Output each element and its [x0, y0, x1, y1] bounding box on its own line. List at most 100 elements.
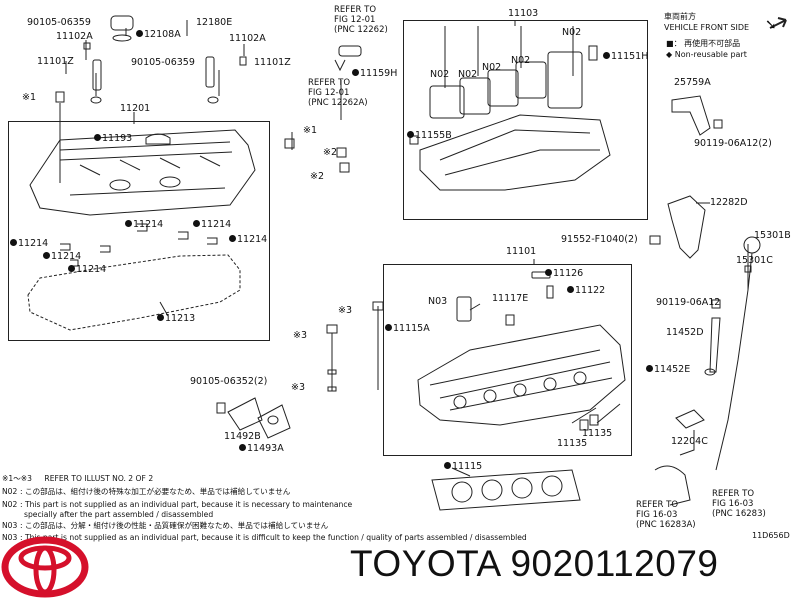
part-label[interactable]: ※3: [293, 330, 308, 341]
note-text: この部品は、分解・組付け後の性能・品質確保が困難なため、単品では補給していません: [24, 521, 329, 530]
part-label[interactable]: 15301C: [736, 255, 773, 266]
ref-line: (PNC 12262): [334, 25, 388, 35]
non-reusable-jp: ： 再使用不可部品: [673, 39, 741, 48]
part-label[interactable]: N02: [430, 69, 450, 80]
label-text: 11115A: [393, 323, 430, 334]
note-line: N02: This part is not supplied as an ind…: [2, 500, 353, 509]
note-code: ※1～※3: [2, 474, 32, 483]
part-label[interactable]: 90105-06359: [131, 57, 195, 68]
part-label[interactable]: 90105-06359: [27, 17, 91, 28]
part-label[interactable]: 11155B: [407, 131, 452, 141]
label-text: 11214: [201, 219, 232, 230]
label-text: 11122: [575, 285, 606, 296]
ref-line: (PNC 16283A): [636, 520, 696, 530]
note-line: N03: This part is not supplied as an ind…: [2, 533, 527, 542]
note-text: This part is not supplied as an individu…: [24, 500, 353, 509]
part-label[interactable]: 11213: [157, 314, 195, 324]
label-text: 11493A: [247, 443, 284, 454]
part-label[interactable]: 11452D: [666, 327, 704, 338]
part-label[interactable]: 11151H: [603, 52, 648, 62]
ref-line: FIG 12-01: [308, 88, 350, 98]
bullet-icon: [43, 252, 50, 259]
part-label[interactable]: ※1: [22, 92, 37, 103]
part-label[interactable]: 11117E: [492, 293, 529, 304]
part-label[interactable]: 11201: [120, 103, 151, 114]
part-label[interactable]: 91552-F1040(2): [561, 234, 638, 245]
part-label[interactable]: 25759A: [674, 77, 711, 88]
part-label[interactable]: 11135: [582, 428, 613, 439]
part-label[interactable]: 11102A: [229, 33, 266, 44]
note-text: specially after the part assembled / dis…: [24, 510, 214, 519]
part-label[interactable]: 11214: [229, 235, 267, 245]
ref-line: FIG 12-01: [334, 15, 376, 25]
part-label[interactable]: ※2: [310, 171, 325, 182]
ref-line: FIG 16-03: [636, 510, 678, 520]
part-label[interactable]: 11115A: [385, 324, 430, 334]
bullet-icon: [94, 134, 101, 141]
ref-line: FIG 16-03: [712, 499, 754, 509]
refer-fig-12-01-a[interactable]: REFER TO FIG 12-01 (PNC 12262): [334, 5, 388, 35]
part-label[interactable]: ※3: [338, 305, 353, 316]
part-label[interactable]: ※2: [323, 147, 338, 158]
part-label[interactable]: 11159H: [352, 69, 397, 79]
part-label[interactable]: 90119-06A12: [656, 297, 721, 308]
part-label[interactable]: 11101: [506, 246, 537, 257]
label-text: 11151H: [611, 51, 649, 62]
label-text: 11193: [102, 133, 133, 144]
bullet-icon: [603, 52, 610, 59]
label-text: 11214: [18, 238, 49, 249]
part-label[interactable]: 90105-06352(2): [190, 376, 268, 387]
part-label[interactable]: 11493A: [239, 444, 284, 454]
part-label[interactable]: 11214: [10, 239, 48, 249]
part-label[interactable]: 90119-06A12(2): [694, 138, 772, 149]
label-text: 11159H: [360, 68, 398, 79]
part-label[interactable]: N03: [428, 296, 448, 307]
cylinder-head-cover-group-box: [8, 121, 270, 341]
ref-line: (PNC 16283): [712, 509, 766, 519]
part-label[interactable]: 11102A: [56, 31, 93, 42]
part-label[interactable]: 15301B: [754, 230, 791, 241]
non-reusable-legend: ■： 再使用不可部品 ◆ Non-reusable part: [666, 38, 747, 60]
part-label[interactable]: 11452E: [646, 365, 690, 375]
part-label[interactable]: N02: [562, 27, 582, 38]
part-label[interactable]: 11214: [43, 252, 81, 262]
part-label[interactable]: 11101Z: [254, 57, 291, 68]
refer-fig-12-01-b[interactable]: REFER TO FIG 12-01 (PNC 12262A): [308, 78, 368, 108]
note-text: REFER TO ILLUST NO. 2 OF 2: [44, 474, 154, 483]
label-text: 11214: [51, 251, 82, 262]
part-label[interactable]: N02: [482, 62, 502, 73]
note-line: specially after the part assembled / dis…: [24, 510, 213, 519]
bullet-icon: [239, 444, 246, 451]
part-label[interactable]: 12180E: [196, 17, 233, 28]
part-label[interactable]: 11126: [545, 269, 583, 279]
part-label[interactable]: 11115: [444, 462, 482, 472]
part-label[interactable]: 11214: [193, 220, 231, 230]
part-label[interactable]: 11122: [567, 286, 605, 296]
ref-line: REFER TO: [636, 500, 679, 510]
part-label[interactable]: 11193: [94, 134, 132, 144]
non-reusable-diamond-icon: ◆: [666, 50, 673, 59]
cylinder-head-group-box: [383, 264, 632, 456]
part-label[interactable]: N02: [511, 55, 531, 66]
part-label[interactable]: N02: [458, 69, 478, 80]
part-label[interactable]: 11214: [68, 265, 106, 275]
refer-fig-16-03-a[interactable]: REFER TO FIG 16-03 (PNC 16283A): [636, 500, 696, 530]
part-label[interactable]: 12282D: [710, 197, 748, 208]
bullet-icon: [646, 365, 653, 372]
label-text: 11126: [553, 268, 584, 279]
part-label[interactable]: ※3: [291, 382, 306, 393]
part-label[interactable]: 11101Z: [37, 56, 74, 67]
part-label[interactable]: 11214: [125, 220, 163, 230]
part-label[interactable]: 11135: [557, 438, 588, 449]
part-label[interactable]: 12108A: [136, 30, 181, 40]
part-label[interactable]: ※1: [303, 125, 318, 136]
part-label[interactable]: 11492B: [224, 431, 261, 442]
note-line: N02: この部品は、組付け後の特殊な加工が必要なため、単品では補給していません: [2, 487, 291, 496]
part-label[interactable]: 12204C: [671, 436, 708, 447]
refer-fig-16-03-b[interactable]: REFER TO FIG 16-03 (PNC 16283): [712, 489, 766, 519]
label-text: 12108A: [144, 29, 181, 40]
label-text: 11214: [237, 234, 268, 245]
part-label[interactable]: 11103: [508, 8, 539, 19]
note-line: ※1～※3 REFER TO ILLUST NO. 2 OF 2: [2, 474, 153, 483]
